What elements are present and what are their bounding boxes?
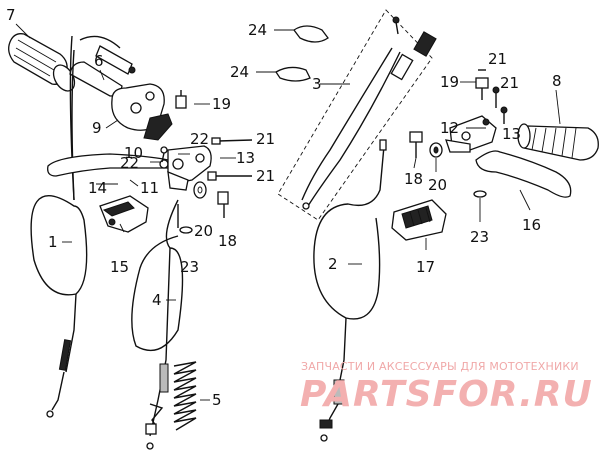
brake-lever-part [475, 150, 572, 198]
bolt-18-right [409, 131, 423, 158]
adjuster-19-right [475, 69, 489, 100]
callout-21-left-upper: 21 [256, 130, 275, 148]
leader-lines [15, 23, 561, 401]
spring-part [173, 361, 197, 431]
callout-1: 1 [48, 233, 58, 251]
right-grip-part [517, 123, 599, 161]
callout-16: 16 [522, 216, 541, 234]
callout-21-left-lower: 21 [256, 167, 275, 185]
cable-clamp-24-upper [293, 25, 329, 43]
callout-12: 12 [440, 119, 459, 137]
clutch-cable-4 [131, 199, 184, 352]
callout-21-right-upper: 21 [488, 50, 507, 68]
throttle-housing-part [111, 83, 173, 141]
callout-20-left: 20 [194, 222, 213, 240]
lever-bracket-part [167, 145, 212, 191]
cotter-pin-22-left [160, 146, 168, 163]
callout-18-right: 18 [404, 170, 423, 188]
left-switch-part [99, 195, 149, 233]
bolt-18-left [217, 191, 229, 218]
callout-9: 9 [92, 119, 102, 137]
watermark-caption: ЗАПЧАСТИ И АКСЕССУАРЫ ДЛЯ МОТОТЕХНИКИ [301, 360, 579, 373]
callout-8: 8 [552, 72, 562, 90]
callout-22-lower: 22 [120, 154, 139, 172]
washer-20-right [429, 142, 443, 158]
callout-24-lower: 24 [230, 63, 249, 81]
callout-13-left: 13 [236, 149, 255, 167]
callout-numbers: 7 6 9 1 14 15 4 5 19 22 21 10 22 13 11 2… [6, 6, 562, 409]
brake-bracket-part [445, 115, 497, 153]
callout-3: 3 [312, 75, 322, 93]
callout-23-left: 23 [180, 258, 199, 276]
callout-15: 15 [110, 258, 129, 276]
callout-19-right: 19 [440, 73, 459, 91]
callout-7: 7 [6, 6, 16, 24]
callout-21-right-mid: 21 [500, 74, 519, 92]
watermark-logo: PARTSFOR.RU [300, 374, 593, 415]
callout-11: 11 [140, 179, 159, 197]
bolt-21-right-upper [492, 86, 500, 108]
callout-10: 10 [124, 144, 143, 162]
left-grip-part [8, 33, 76, 92]
callout-17: 17 [416, 258, 435, 276]
adjuster-bolt-19-left [175, 90, 187, 109]
callout-6: 6 [94, 52, 104, 70]
callout-14: 14 [88, 179, 107, 197]
callout-19-left: 19 [212, 95, 231, 113]
throttle-cable-1-loop [30, 195, 88, 296]
right-switch-part [391, 199, 447, 241]
washer-20-left [193, 181, 207, 199]
callout-23-right: 23 [470, 228, 489, 246]
callout-5: 5 [212, 391, 222, 409]
callout-2: 2 [328, 255, 338, 273]
washer-23-right [473, 190, 487, 198]
clutch-lever-part [47, 153, 171, 177]
callout-18-left: 18 [218, 232, 237, 250]
callout-24-upper: 24 [248, 21, 267, 39]
bolt-21-left-lower [207, 171, 252, 181]
bolt-21-left-upper [211, 137, 253, 145]
washer-23-left [179, 226, 193, 234]
cable-frame-3 [277, 9, 437, 221]
callout-4: 4 [152, 291, 162, 309]
throttle-pipe-part [69, 45, 136, 97]
bolt-21-right-lower [500, 106, 508, 124]
brake-cable-2 [313, 145, 385, 320]
callout-20-right: 20 [428, 176, 447, 194]
cable-clamp-24-lower [275, 66, 311, 82]
callout-13-right: 13 [502, 125, 521, 143]
callout-22-upper: 22 [190, 130, 209, 148]
